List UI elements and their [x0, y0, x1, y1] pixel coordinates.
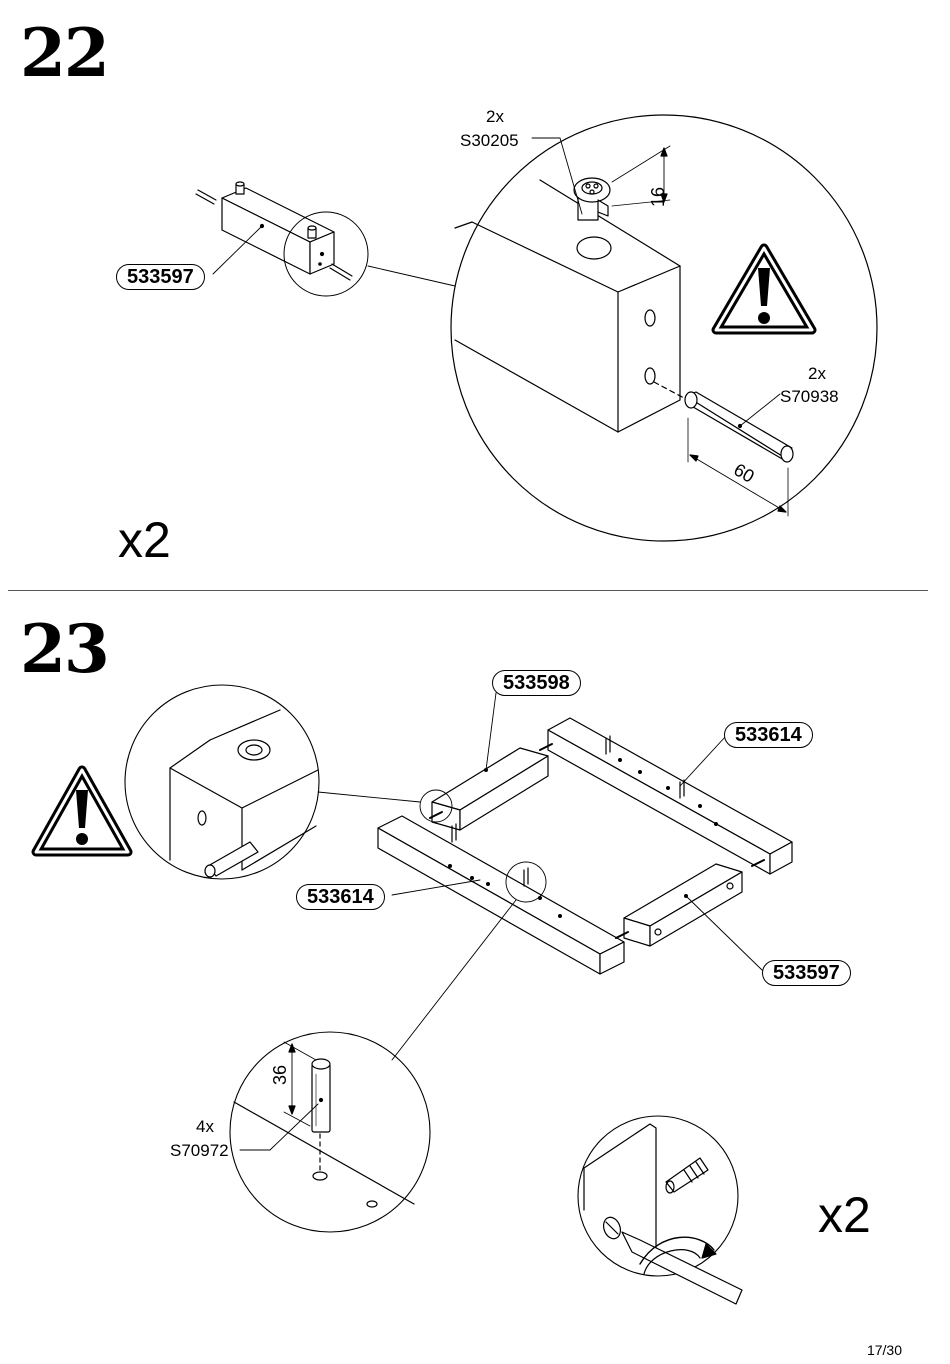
step23-multiplier: x2 — [818, 1187, 871, 1243]
step23-fitting-code: S70972 — [170, 1141, 229, 1160]
step22-multiplier: x2 — [118, 512, 171, 568]
step23-number: 23 — [20, 610, 110, 688]
step-divider — [8, 590, 928, 591]
step23-part-bottom-short: 533597 — [762, 960, 851, 986]
step23-part-left-long: 533614 — [296, 884, 385, 910]
step23-part-top-short: 533598 — [492, 670, 581, 696]
step22-fitting1-dimension: 16 — [648, 186, 669, 208]
screwdriver-icon — [578, 1116, 742, 1304]
step22-zoom-detail — [451, 115, 877, 541]
step23-fitting-qty: 4x — [196, 1117, 214, 1136]
step23-zoom-corner — [125, 685, 420, 879]
step23-part-right-long: 533614 — [724, 722, 813, 748]
step23-fitting-dimension: 36 — [270, 1064, 291, 1086]
step22-fitting2-code: S70938 — [780, 387, 839, 406]
step22-fitting2-qty: 2x — [808, 364, 826, 383]
step23-warning-icon — [36, 770, 128, 852]
step23-zoom-dowel — [230, 1032, 430, 1232]
step22-fitting1-code: S30205 — [460, 131, 519, 150]
step22-fitting1-qty: 2x — [486, 107, 504, 126]
step23-frame — [378, 693, 792, 1060]
warning-icon — [716, 248, 812, 330]
step22-small-part — [196, 182, 455, 296]
step22-part-label: 533597 — [116, 264, 205, 290]
page-number: 17/30 — [866, 1342, 902, 1358]
step22-number: 22 — [20, 14, 110, 92]
